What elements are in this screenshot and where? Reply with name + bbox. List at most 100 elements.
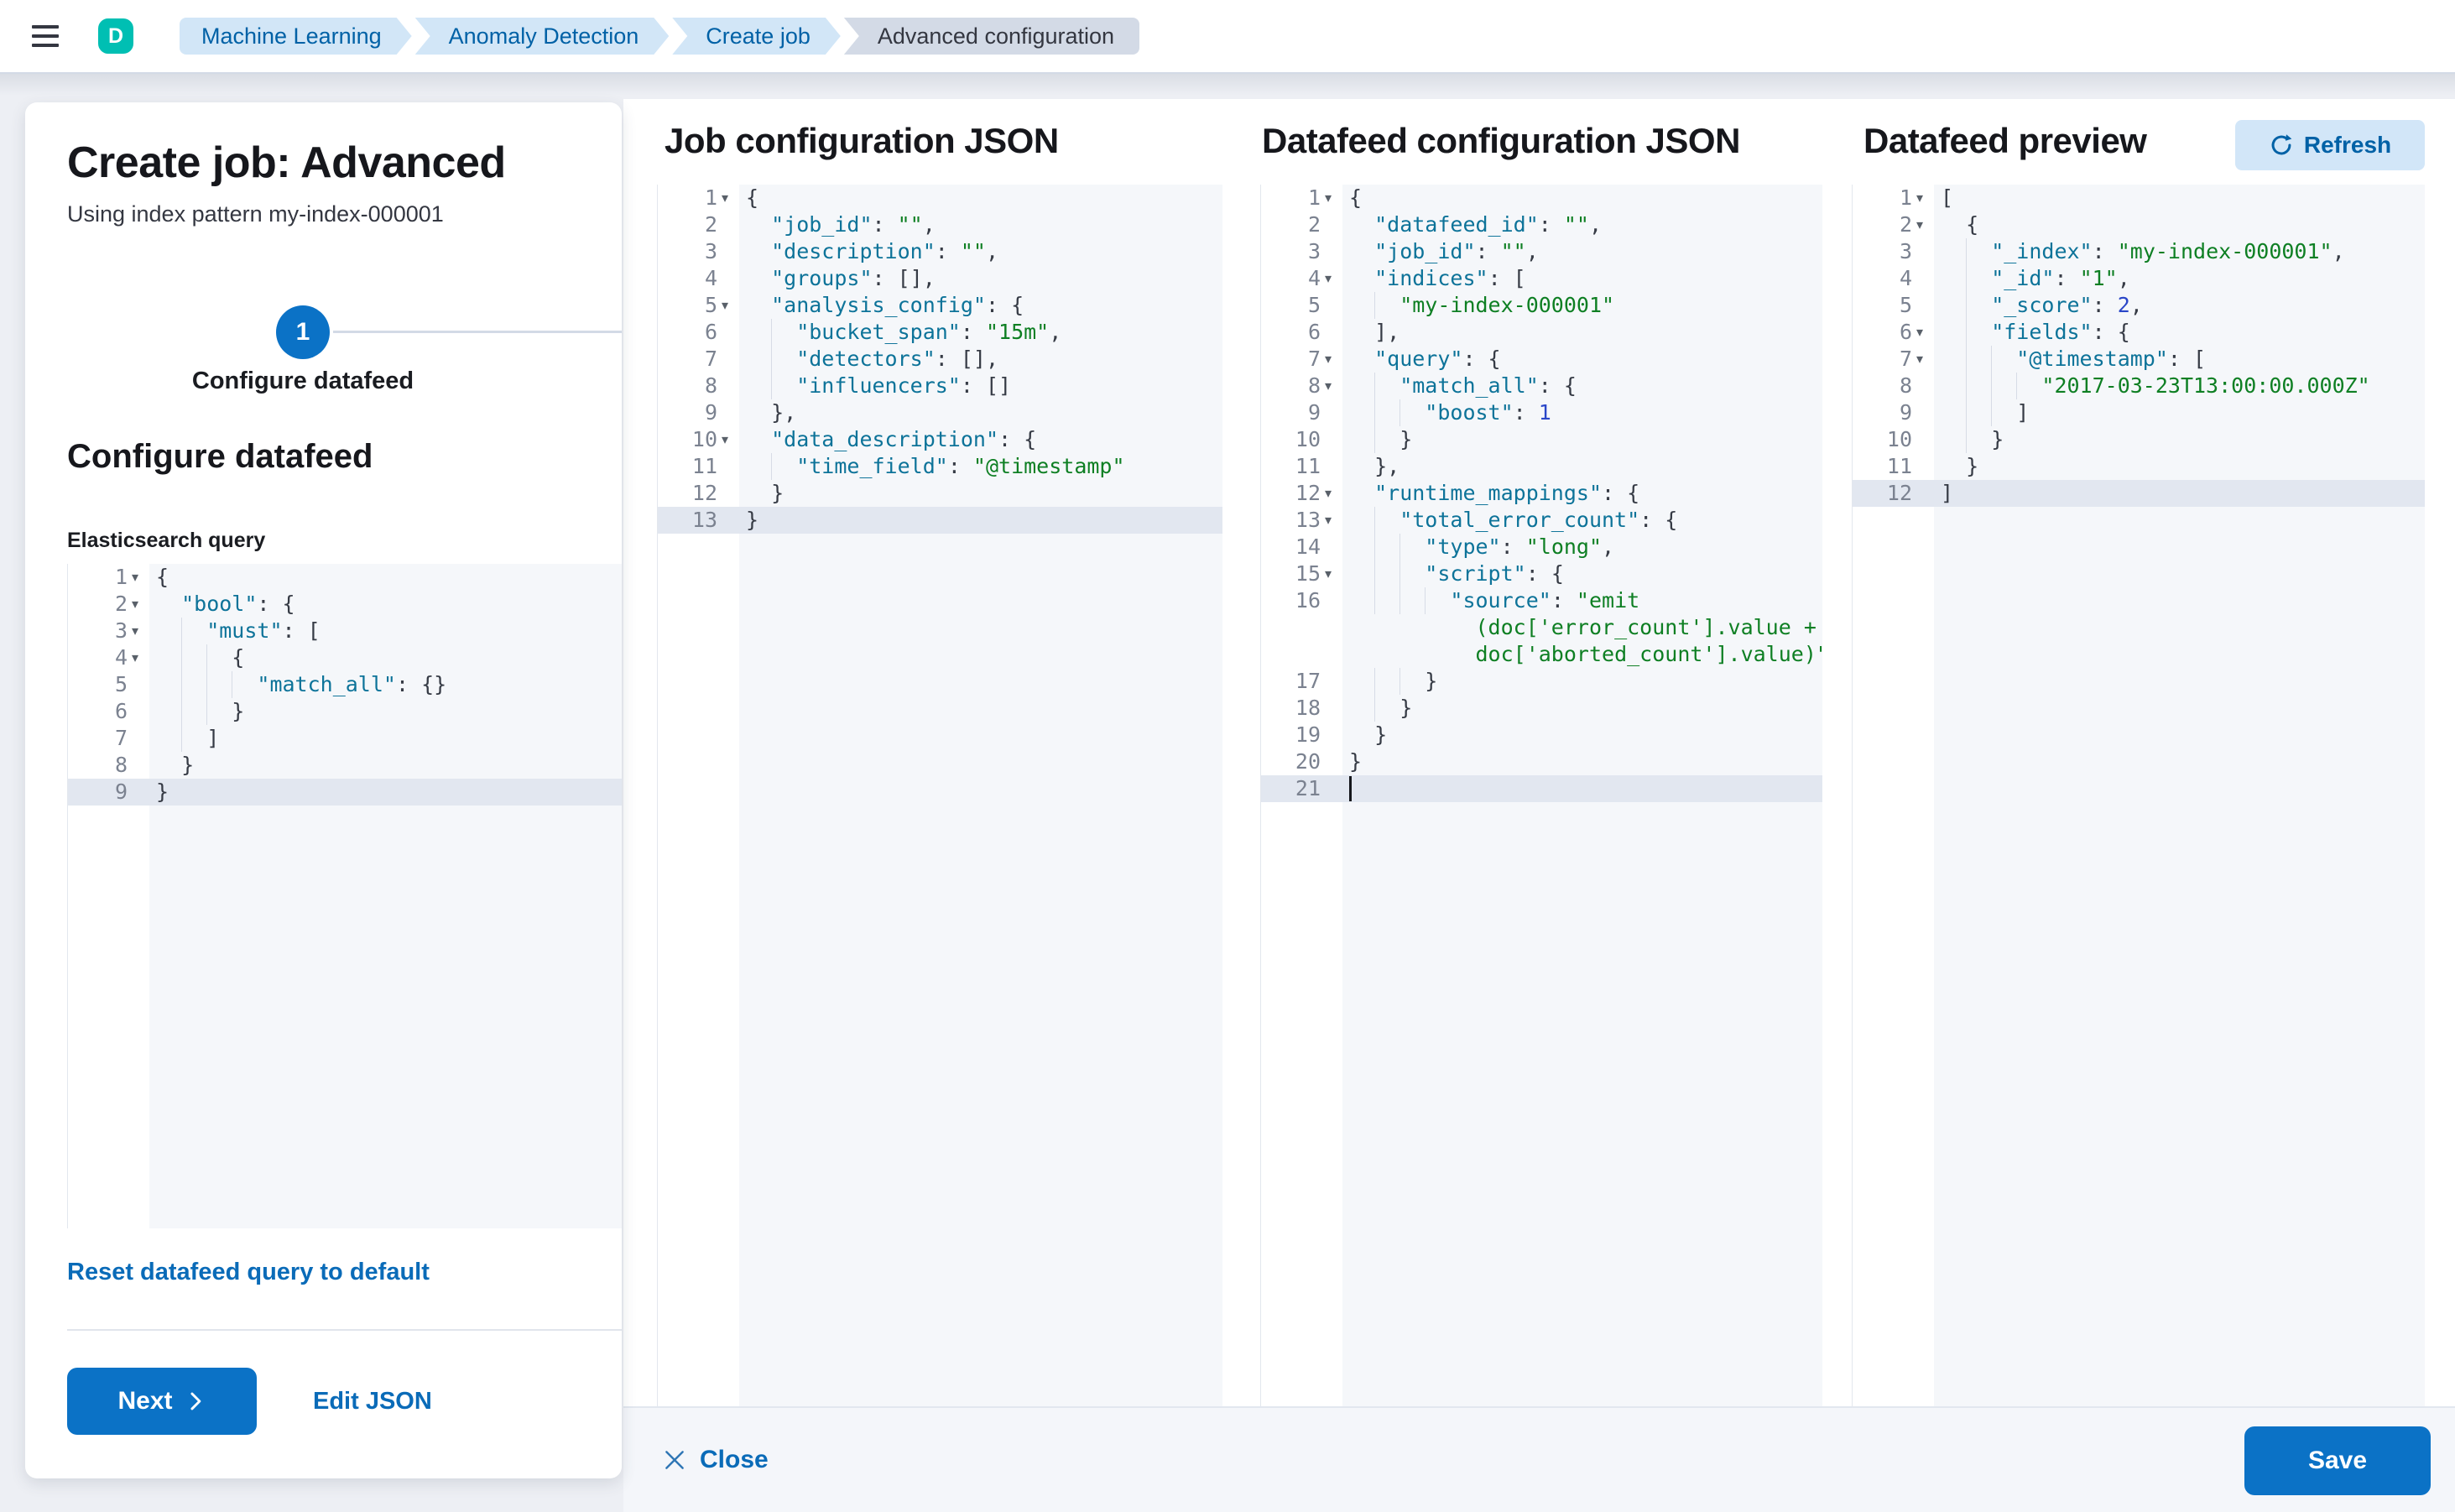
- code-line: 11"time_field": "@timestamp": [691, 453, 1125, 480]
- code-line: 6}: [114, 698, 245, 725]
- code-line: (doc['error_count'].value +: [1475, 615, 1816, 639]
- page-subtitle: Using index pattern my-index-000001: [67, 201, 444, 227]
- flyout-footer: Close Save: [623, 1406, 2455, 1512]
- chevron-right-icon: [190, 1392, 201, 1410]
- code-line: 5"match_all": {}: [114, 671, 447, 698]
- code-line: 2▾"bool": {: [114, 592, 295, 616]
- fold-toggle-icon[interactable]: ▾: [132, 623, 139, 639]
- fold-toggle-icon[interactable]: ▾: [1325, 378, 1332, 394]
- code-line: 16"source": "emit: [1295, 587, 1640, 614]
- step-1-indicator[interactable]: 1: [276, 305, 330, 359]
- code-line: doc['aborted_count'].value)": [1475, 642, 1823, 666]
- code-line: 3"job_id": "",: [1307, 239, 1539, 263]
- edit-json-link[interactable]: Edit JSON: [313, 1387, 432, 1415]
- code-line: 7]: [114, 725, 220, 752]
- code-line: 9"boost": 1: [1307, 399, 1551, 426]
- code-line: 17}: [1295, 668, 1438, 695]
- code-line: 11},: [1295, 454, 1400, 478]
- reset-datafeed-query-link[interactable]: Reset datafeed query to default: [67, 1259, 430, 1285]
- fold-toggle-icon[interactable]: ▾: [1325, 566, 1332, 581]
- fold-toggle-icon[interactable]: ▾: [1916, 324, 1924, 340]
- code-line: 3"_index": "my-index-000001",: [1899, 238, 2345, 265]
- datafeed-preview-editor[interactable]: 1▾[2▾{3"_index": "my-index-000001",4"_id…: [1852, 185, 2425, 1406]
- fold-toggle-icon[interactable]: ▾: [1325, 512, 1332, 528]
- fold-toggle-icon[interactable]: ▾: [1916, 216, 1924, 232]
- save-button[interactable]: Save: [2244, 1426, 2431, 1495]
- code-line: 7▾"query": {: [1307, 347, 1501, 371]
- configure-datafeed-heading: Configure datafeed: [67, 438, 373, 475]
- close-icon: [665, 1451, 684, 1469]
- code-line: 15▾"script": {: [1295, 560, 1564, 587]
- code-line: 8}: [114, 753, 195, 777]
- job-config-json-title: Job configuration JSON: [665, 121, 1059, 160]
- code-line: 1▾{: [114, 565, 169, 589]
- code-line: 12}: [691, 481, 784, 505]
- code-line: 19}: [1295, 722, 1388, 747]
- fold-toggle-icon[interactable]: ▾: [722, 190, 729, 206]
- code-line: 10}: [1295, 426, 1413, 453]
- job-config-json-editor[interactable]: 1▾{2"job_id": "",3"description": "", 4"gr…: [657, 185, 1222, 1406]
- code-line: 5▾"analysis_config": {: [704, 293, 1024, 317]
- edit-json-flyout: Job configuration JSON Datafeed configur…: [623, 99, 2455, 1512]
- fold-toggle-icon[interactable]: ▾: [1916, 351, 1924, 367]
- code-line: 4"_id": "1",: [1899, 265, 2130, 292]
- code-line: 2▾{: [1899, 212, 1979, 237]
- code-line: 3"description": "",: [704, 239, 999, 263]
- fold-toggle-icon[interactable]: ▾: [1325, 190, 1332, 206]
- page-title: Create job: Advanced: [67, 138, 506, 187]
- refresh-button[interactable]: Refresh: [2235, 120, 2425, 170]
- code-line: 4"groups": [],: [704, 266, 936, 290]
- fold-toggle-icon[interactable]: ▾: [1325, 351, 1332, 367]
- code-line: 10}: [1886, 426, 2004, 453]
- fold-toggle-icon[interactable]: ▾: [722, 297, 729, 313]
- code-line: 14"type": "long",: [1295, 534, 1615, 560]
- datafeed-config-json-editor[interactable]: 1▾{2"datafeed_id": "",3"job_id": "", 4▾"i…: [1260, 185, 1822, 1406]
- fold-toggle-icon[interactable]: ▾: [1325, 270, 1332, 286]
- code-line: 21: [1261, 775, 1822, 802]
- code-line: 9}: [68, 779, 622, 806]
- close-button[interactable]: Close: [663, 1446, 769, 1474]
- breadcrumb-machine-learning[interactable]: Machine Learning: [180, 18, 412, 55]
- avatar[interactable]: D: [98, 18, 133, 54]
- datafeed-config-json-title: Datafeed configuration JSON: [1262, 121, 1740, 160]
- code-line: 1▾{: [1307, 185, 1363, 210]
- refresh-icon: [2271, 134, 2292, 155]
- code-line: 13▾"total_error_count": {: [1295, 507, 1678, 534]
- code-line: 12]: [1853, 480, 2425, 507]
- breadcrumb-advanced-configuration: Advanced configuration: [843, 18, 1140, 55]
- breadcrumb-anomaly-detection[interactable]: Anomaly Detection: [415, 18, 670, 55]
- code-line: 1▾[: [1899, 185, 1954, 210]
- code-line: 20}: [1295, 749, 1363, 774]
- next-button[interactable]: Next: [67, 1368, 257, 1435]
- fold-toggle-icon[interactable]: ▾: [722, 431, 729, 447]
- code-line: 1▾{: [704, 185, 759, 210]
- fold-toggle-icon[interactable]: ▾: [1325, 485, 1332, 501]
- fold-toggle-icon[interactable]: ▾: [132, 649, 139, 665]
- code-line: 5"my-index-000001": [1307, 292, 1615, 319]
- code-line: 6],: [1307, 320, 1400, 344]
- datafeed-preview-title: Datafeed preview: [1863, 121, 2147, 160]
- fold-toggle-icon[interactable]: ▾: [1916, 190, 1924, 206]
- top-header: D Machine Learning Anomaly Detection Cre…: [0, 0, 2455, 96]
- menu-icon[interactable]: [32, 18, 60, 55]
- fold-toggle-icon[interactable]: ▾: [132, 569, 139, 585]
- code-line: 5"_score": 2,: [1899, 292, 2143, 319]
- elasticsearch-query-label: Elasticsearch query: [67, 529, 266, 552]
- code-line: 18}: [1295, 695, 1413, 722]
- code-line: 8"2017-03-23T13:00:00.000Z": [1899, 373, 2370, 399]
- code-line: 6▾"fields": {: [1899, 319, 2130, 346]
- code-line: 8▾"match_all": {: [1307, 373, 1577, 399]
- elasticsearch-query-editor[interactable]: 1▾{2▾"bool": {3▾"must": [4▾{5"match_all"…: [67, 564, 622, 1228]
- code-line: 4▾"indices": [: [1307, 266, 1526, 290]
- code-line: 7"detectors": [],: [704, 346, 999, 373]
- fold-toggle-icon[interactable]: ▾: [132, 596, 139, 612]
- code-line: 9},: [704, 400, 797, 425]
- breadcrumb-create-job[interactable]: Create job: [672, 18, 841, 55]
- step-progress-line: [333, 331, 622, 333]
- code-line: 4▾{: [114, 644, 245, 671]
- divider: [67, 1329, 622, 1331]
- breadcrumb: Machine Learning Anomaly Detection Creat…: [180, 18, 1140, 55]
- code-line: 2"datafeed_id": "",: [1307, 212, 1603, 237]
- code-line: 2"job_id": "",: [704, 212, 936, 237]
- step-1-label: Configure datafeed: [191, 368, 414, 394]
